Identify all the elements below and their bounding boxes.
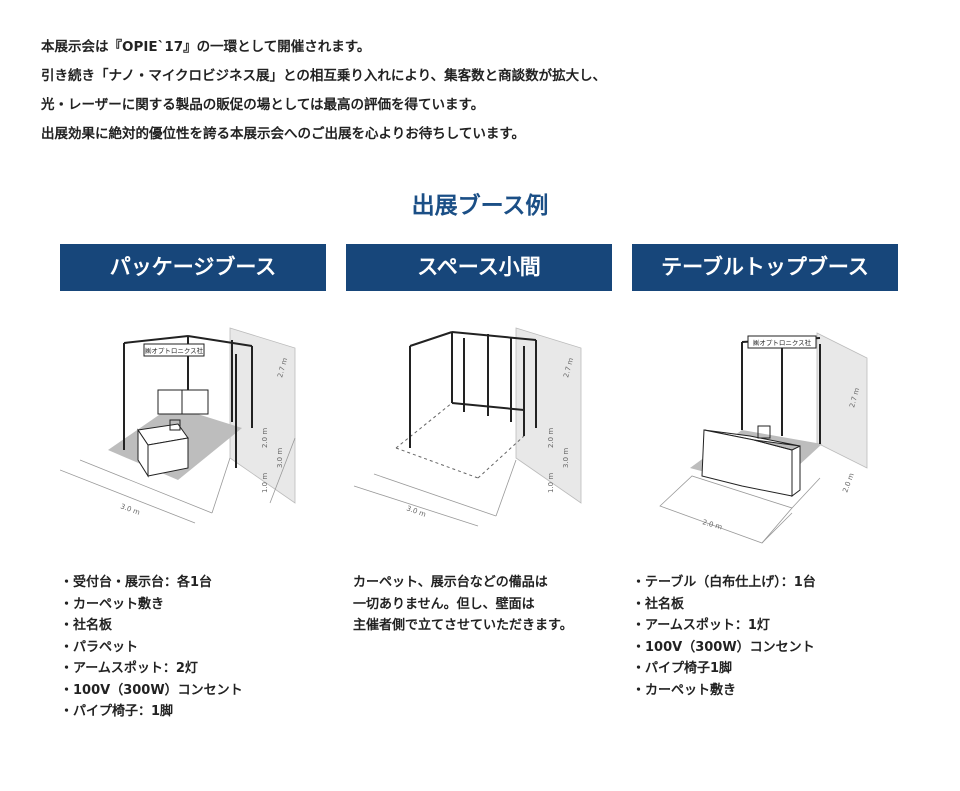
package-booth-illustration: ㈱オプトロニクス社 2.7 m 2.0 m 3.0 m 1.0 m 3.0 m (60, 318, 310, 528)
list-item: ・テーブル（白布仕上げ）：1台 (632, 575, 816, 590)
svg-text:3.0 m: 3.0 m (119, 502, 141, 516)
svg-text:3.0 m: 3.0 m (562, 448, 570, 468)
note-line: 一切ありません。但し、壁面は (353, 596, 535, 612)
intro-line: 本展示会は『OPIE`17』の一環として開催されます。 (41, 39, 371, 55)
sign-text: ㈱オプトロニクス社 (753, 338, 812, 347)
list-item: ・100V（300W）コンセント (60, 682, 243, 698)
sign-text: ㈱オプトロニクス社 (145, 346, 204, 355)
note-line: 主催者側で立てさせていただきます。 (353, 618, 573, 633)
sign-board (143, 343, 205, 357)
intro-line: 光・レーザーに関する製品の販促の場としては最高の評価を得ています。 (41, 97, 485, 113)
intro-line: 出展効果に絶対的優位性を誇る本展示会へのご出展を心よりお待ちしています。 (41, 126, 525, 142)
tabletop-booth-items: ・テーブル（白布仕上げ）：1台 ・社名板 ・アームスポット：1灯 ・100V（3… (632, 572, 816, 701)
tabletop-booth-illustration: ㈱オプトロニクス社 2.7 m 2.0 m 2.0 m (632, 318, 882, 548)
list-item: ・受付台・展示台：各1台 (60, 575, 213, 590)
list-item: ・パイプ椅子1脚 (632, 661, 733, 676)
svg-text:3.0 m: 3.0 m (405, 504, 427, 518)
list-item: ・社名板 (60, 618, 113, 633)
tabletop-booth-drawing: ㈱オプトロニクス社 2.7 m 2.0 m 2.0 m (659, 332, 868, 544)
dimension-panel (229, 327, 296, 504)
svg-text:1.0 m: 1.0 m (547, 473, 555, 493)
svg-text:2.0 m: 2.0 m (261, 428, 269, 448)
list-item: ・カーペット敷き (60, 596, 165, 612)
space-booth-drawing: 2.7 m 2.0 m 3.0 m 1.0 m 3.0 m (353, 327, 582, 527)
list-item: ・アームスポット：2灯 (60, 661, 198, 676)
space-booth-note: カーペット、展示台などの備品は 一切ありません。但し、壁面は 主催者側で立てさせ… (353, 572, 573, 637)
svg-text:3.0 m: 3.0 m (276, 448, 284, 468)
list-item: ・アームスポット：1灯 (632, 618, 770, 633)
package-booth-items: ・受付台・展示台：各1台 ・カーペット敷き ・社名板 ・パラペット ・アームスポ… (60, 572, 243, 723)
list-item: ・パラペット (60, 639, 139, 655)
svg-text:1.0 m: 1.0 m (261, 473, 269, 493)
space-booth-illustration: 2.7 m 2.0 m 3.0 m 1.0 m 3.0 m (346, 318, 596, 528)
booth-header-space: スペース小間 (346, 244, 612, 291)
intro-text: 本展示会は『OPIE`17』の一環として開催されます。 引き続き「ナノ・マイクロ… (41, 36, 921, 152)
list-item: ・社名板 (632, 596, 685, 612)
list-item: ・パイプ椅子：1脚 (60, 704, 174, 719)
booth-header-tabletop: テーブルトップブース (632, 244, 898, 291)
section-title: 出展ブース例 (411, 193, 549, 219)
list-item: ・100V（300W）コンセント (632, 639, 815, 655)
package-booth-drawing: ㈱オプトロニクス社 2.7 m 2.0 m 3.0 m 1.0 m 3.0 m (60, 327, 296, 524)
svg-text:2.0 m: 2.0 m (547, 428, 555, 448)
svg-text:2.0 m: 2.0 m (841, 472, 855, 494)
intro-line: 引き続き「ナノ・マイクロビジネス展」との相互乗り入れにより、集客数と商談数が拡大… (41, 68, 607, 84)
list-item: ・カーペット敷き (632, 682, 737, 698)
booth-header-package: パッケージブース (60, 244, 326, 291)
note-line: カーペット、展示台などの備品は (353, 575, 548, 590)
svg-text:2.0 m: 2.0 m (701, 518, 723, 531)
